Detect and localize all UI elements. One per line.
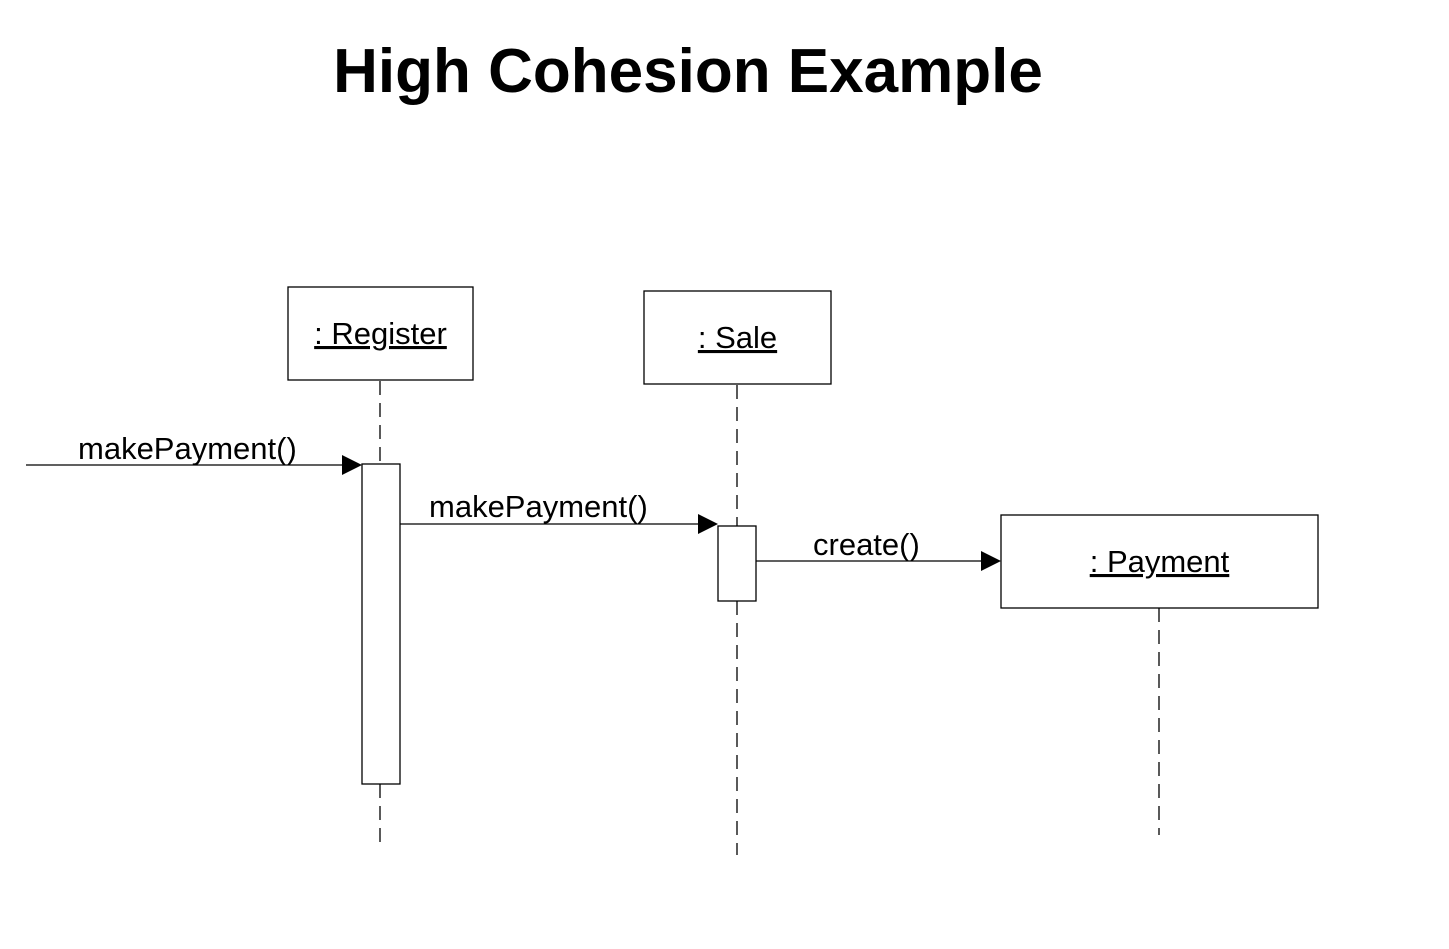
register-to-sale-message: makePayment() xyxy=(400,489,718,534)
incoming-message: makePayment() xyxy=(26,431,362,475)
incoming-message-arrowhead xyxy=(342,455,362,475)
payment-object: : Payment xyxy=(1000,514,1319,609)
sale-to-payment-arrowhead xyxy=(981,551,1001,571)
incoming-message-label: makePayment() xyxy=(78,431,297,466)
slide-title: High Cohesion Example xyxy=(333,37,1043,106)
sale-object-label: : Sale xyxy=(698,320,777,355)
register-to-sale-label: makePayment() xyxy=(429,489,648,524)
register-activation-bar xyxy=(361,463,401,785)
register-to-sale-arrowhead xyxy=(698,514,718,534)
sale-activation-bar xyxy=(717,525,757,602)
sale-object: : Sale xyxy=(643,290,832,385)
sale-to-payment-message: create() xyxy=(756,527,1001,571)
register-object: : Register xyxy=(287,286,474,381)
register-object-label: : Register xyxy=(314,316,447,351)
sale-to-payment-label: create() xyxy=(813,527,920,562)
payment-object-label: : Payment xyxy=(1090,544,1230,579)
